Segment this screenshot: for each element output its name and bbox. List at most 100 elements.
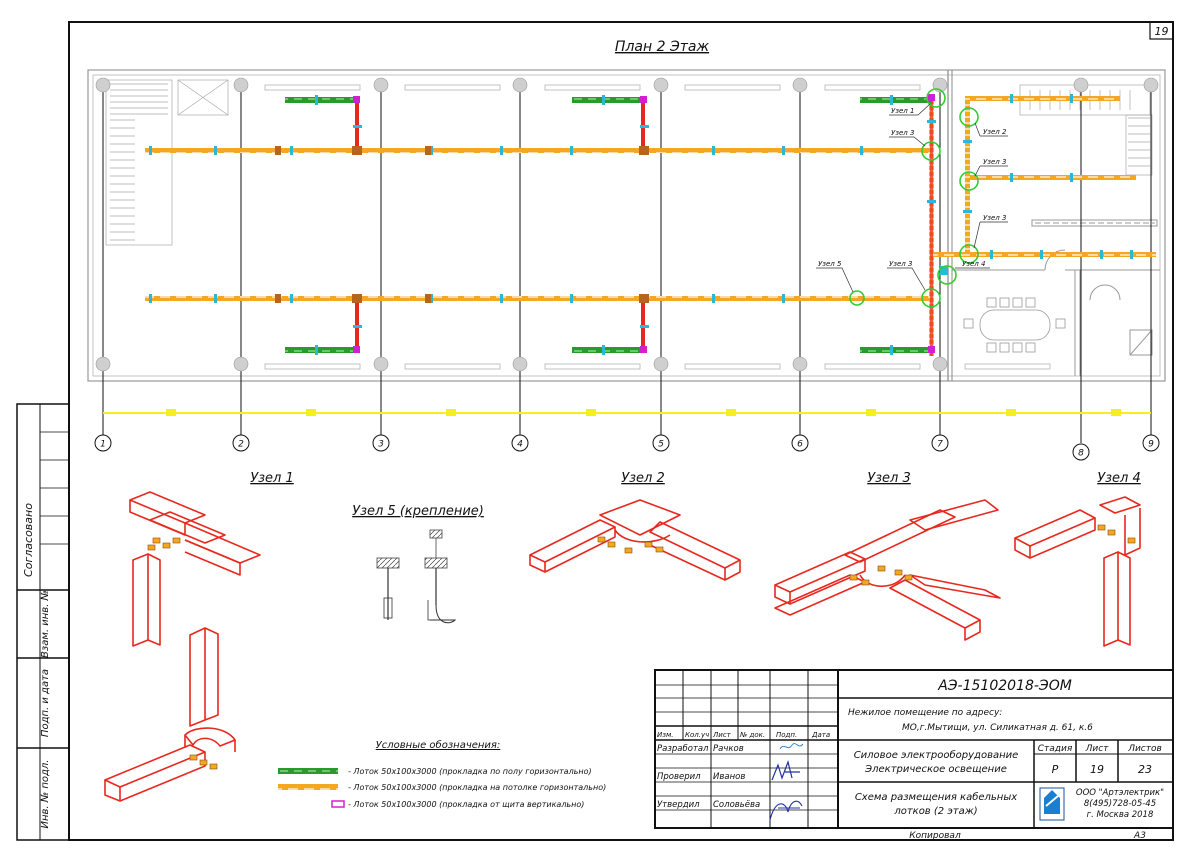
legend-item-riser: - Лоток 50х100х3000 (прокладка от щита в… bbox=[348, 800, 584, 809]
axis-label: 6 bbox=[797, 440, 803, 450]
address-line2: МО,г.Мытищи, ул. Силикатная д. 61, к.6 bbox=[902, 723, 1093, 733]
detail-title-uzel1: Узел 1 bbox=[250, 471, 294, 486]
floor-plan: 1 2 3 4 5 6 7 8 9 bbox=[87, 69, 1166, 461]
ceiling-tray bbox=[965, 96, 1120, 101]
stamp-inv-podl: Инв. № подл. bbox=[40, 760, 51, 829]
sheets-label: Листов bbox=[1127, 744, 1162, 754]
axis-bubble bbox=[1072, 443, 1090, 461]
section-line2: Электрическое освещение bbox=[864, 764, 1007, 775]
detail-title-uzel4: Узел 4 bbox=[1097, 471, 1141, 486]
axis-label: 3 bbox=[378, 440, 384, 450]
detail-uzel2-sketch bbox=[529, 499, 741, 581]
plan-callout-circles bbox=[849, 88, 979, 308]
floor-tray bbox=[285, 97, 357, 103]
role-razrabotal: Разработал bbox=[657, 744, 709, 754]
axis-bubble bbox=[652, 434, 670, 452]
legend-item-floor: - Лоток 50х100х3000 (прокладка по полу г… bbox=[348, 767, 592, 776]
ceiling-tray bbox=[145, 296, 932, 301]
legend: Условные обозначения: - Лоток 50х100х300… bbox=[278, 739, 606, 809]
company-line1: ООО "Артэлектрик" bbox=[1076, 788, 1164, 798]
riser-trays bbox=[355, 100, 933, 356]
plan-title: План 2 Этаж bbox=[615, 39, 710, 55]
col-nom-dok: № док. bbox=[739, 731, 765, 739]
address-line1: Нежилое помещение по адресу: bbox=[848, 708, 1002, 718]
detail-title-uzel3: Узел 3 bbox=[867, 471, 911, 486]
axis-bubble bbox=[372, 434, 390, 452]
col-list: Лист bbox=[712, 731, 732, 739]
sheets-value: 23 bbox=[1138, 763, 1152, 776]
ceiling-tray bbox=[145, 148, 932, 153]
signature-proveril bbox=[771, 759, 800, 781]
axis-bubble bbox=[791, 434, 809, 452]
axis-bubbles bbox=[94, 434, 1160, 461]
role-proveril: Проверил bbox=[657, 772, 701, 782]
stamp-soglasovano: Согласовано bbox=[22, 503, 35, 577]
stamp-podp-data: Подп. и дата bbox=[40, 669, 51, 737]
axis-label: 9 bbox=[1148, 440, 1154, 450]
side-stamp: Согласовано Взам. инв. № Подп. и дата Ин… bbox=[16, 403, 70, 841]
sheet-number: 19 bbox=[1155, 25, 1169, 38]
detail-title-uzel5: Узел 5 (крепление) bbox=[352, 504, 484, 519]
axis-label: 2 bbox=[238, 440, 244, 450]
axis-bubble bbox=[94, 434, 112, 452]
col-podp: Подп. bbox=[776, 731, 797, 739]
legend-swatch-ceiling bbox=[278, 784, 338, 790]
stage-label: Стадия bbox=[1038, 744, 1073, 754]
detail-uzel4-sketch bbox=[1014, 496, 1141, 647]
callout-uzel5: Узел 5 bbox=[818, 260, 842, 268]
axis-band bbox=[103, 412, 1151, 414]
section-line1: Силовое электрооборудование bbox=[854, 749, 1019, 761]
signature-utverdil bbox=[769, 800, 803, 821]
col-kol-uch: Кол.уч bbox=[685, 731, 709, 739]
ceiling-tray bbox=[934, 252, 1156, 257]
ceiling-tray bbox=[970, 175, 1136, 180]
drawing-code: АЭ-15102018-ЭОМ bbox=[937, 678, 1072, 694]
callout-uzel3-d: Узел 3 bbox=[889, 260, 912, 268]
axis-bubble bbox=[232, 434, 250, 452]
floor-trays bbox=[285, 97, 932, 353]
legend-swatch-riser bbox=[331, 800, 345, 808]
format-label: А3 bbox=[1133, 831, 1146, 841]
floor-tray bbox=[285, 347, 357, 353]
detail-uzel1-sketch bbox=[104, 491, 261, 802]
axis-bubble bbox=[511, 434, 529, 452]
axis-label: 1 bbox=[100, 440, 106, 450]
sheet-number-box bbox=[1149, 21, 1174, 40]
legend-item-ceiling: - Лоток 50х100х3000 (прокладка на потолк… bbox=[348, 783, 606, 792]
ceiling-tray bbox=[965, 98, 970, 254]
callout-uzel3-b: Узел 3 bbox=[983, 158, 1006, 166]
company-logo bbox=[1039, 787, 1065, 821]
tray-joints bbox=[149, 94, 1133, 355]
axis-label: 8 bbox=[1078, 449, 1084, 459]
role-utverdil: Утвердил bbox=[657, 800, 700, 810]
name-razrabotal: Рачков bbox=[713, 744, 744, 754]
stage-value: Р bbox=[1052, 763, 1059, 776]
callout-uzel4: Узел 4 bbox=[962, 260, 985, 268]
floor-tray bbox=[860, 347, 932, 353]
sheet-label: Лист bbox=[1085, 744, 1110, 754]
callout-uzel2: Узел 2 bbox=[983, 128, 1007, 136]
detail-uzel3-sketch bbox=[774, 499, 1001, 641]
company-line2: 8(495)728-05-45 bbox=[1084, 799, 1156, 809]
copied-label: Копировал bbox=[909, 831, 961, 841]
company-line3: г. Москва 2018 bbox=[1087, 810, 1154, 820]
axis-bubble bbox=[1142, 434, 1160, 452]
axis-label: 5 bbox=[658, 440, 664, 450]
floor-tray bbox=[860, 97, 932, 103]
axis-label: 4 bbox=[517, 440, 523, 450]
detail-uzel5-sketch bbox=[376, 529, 457, 624]
drawing-line2: лотков (2 этаж) bbox=[893, 806, 977, 817]
name-proveril: Иванов bbox=[713, 772, 745, 782]
floor-tray bbox=[572, 347, 644, 353]
signature-razrabotal bbox=[779, 743, 804, 750]
legend-title: Условные обозначения: bbox=[376, 739, 501, 751]
callout-uzel3-a: Узел 3 bbox=[891, 129, 914, 137]
floor-tray bbox=[572, 97, 644, 103]
callout-uzel3-c: Узел 3 bbox=[983, 214, 1006, 222]
axis-grid bbox=[102, 85, 1152, 443]
axis-bubble bbox=[931, 434, 949, 452]
name-utverdil: Соловьёва bbox=[713, 800, 760, 810]
legend-swatch-floor bbox=[278, 768, 338, 774]
col-izm: Изм. bbox=[657, 731, 673, 739]
